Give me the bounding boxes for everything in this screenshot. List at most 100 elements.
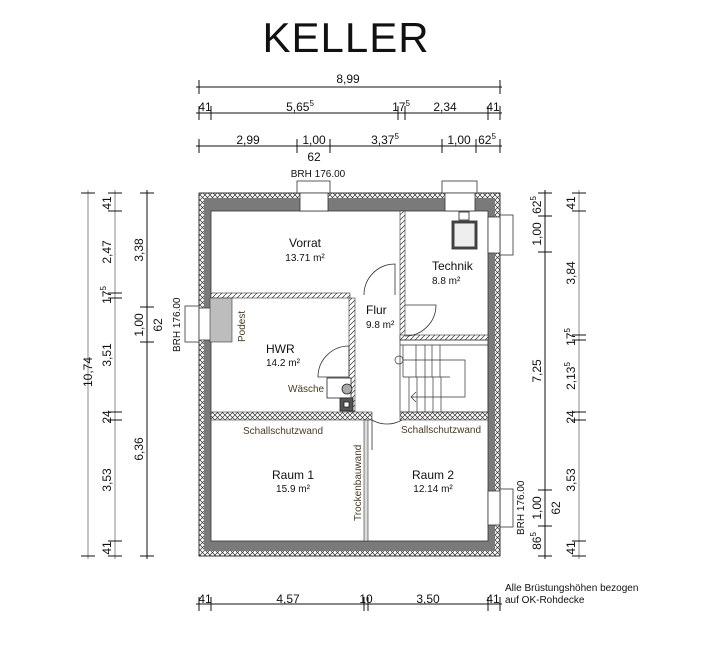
room-name: HWR — [266, 342, 295, 356]
room-name: Raum 1 — [272, 468, 314, 482]
brh-label-top: BRH 176.00 — [291, 169, 346, 180]
dim-top-2: 5,65 — [286, 100, 310, 114]
dim-left: 3,51 — [100, 343, 114, 367]
right-dimensions: 625 1,00 7,25 1,00 865 62 41 3,84 175 2,… — [529, 190, 586, 559]
room-area: 12.14 m² — [413, 484, 453, 495]
dim-right-sub: 62 — [549, 501, 563, 515]
svg-text:2,135: 2,135 — [563, 362, 578, 390]
room-raum1: Raum 1 15.9 m² — [272, 468, 314, 495]
dim-top2-4: 1,00 — [447, 133, 471, 147]
dim-left-sub: 62 — [151, 318, 165, 332]
footnote-line1: Alle Brüstungshöhen bezogen — [505, 583, 638, 594]
svg-text:175: 175 — [99, 286, 114, 304]
heating-unit — [451, 211, 478, 250]
footnote-line2: auf OK-Rohdecke — [505, 595, 585, 606]
dim-left2: 3,38 — [132, 238, 146, 262]
svg-text:175: 175 — [563, 328, 578, 346]
dim-bottom: 41 — [198, 592, 212, 606]
dim-sup: 5 — [563, 328, 572, 333]
waesche-label: Wäsche — [288, 384, 325, 395]
dim-sup: 5 — [529, 532, 538, 537]
podest-label: Podest — [237, 311, 248, 342]
dim-sup: 5 — [309, 99, 314, 108]
dim-sup: 5 — [405, 99, 410, 108]
dim-right: 86 — [530, 536, 544, 550]
door-vorrat — [363, 263, 396, 296]
dim-right2: 3,53 — [564, 468, 578, 492]
dim-top-3: 17 — [392, 100, 406, 114]
dim-top2-2: 1,00 — [302, 133, 326, 147]
brh-label-left: BRH 176.00 — [172, 297, 183, 352]
room-technik: Technik 8.8 m² — [432, 259, 474, 287]
room-name: Technik — [432, 259, 474, 273]
room-area: 14.2 m² — [266, 358, 301, 369]
dim-sup: 5 — [394, 132, 399, 141]
top-dimensions: 8,99 41 5,655 175 2,34 41 2,99 1,00 3,37… — [196, 72, 502, 180]
dim-left-total: 10,74 — [81, 357, 95, 387]
dim-right: 1,00 — [530, 222, 544, 246]
dim-bottom: 4,57 — [276, 592, 300, 606]
bottom-dimensions: 41 4,57 10 3,50 41 — [196, 592, 502, 611]
room-area: 9.8 m² — [366, 320, 395, 331]
dim-top-total: 8,99 — [336, 72, 360, 86]
dim-left: 3,53 — [100, 468, 114, 492]
dim-right2: 41 — [564, 196, 578, 210]
schallschutz-label-left: Schallschutzwand — [243, 426, 323, 437]
room-name: Vorrat — [289, 236, 322, 250]
room-name: Flur — [366, 303, 387, 317]
dim-top-5: 41 — [486, 100, 500, 114]
dim-bottom: 10 — [359, 592, 373, 606]
room-vorrat: Vorrat 13.71 m² — [285, 236, 325, 264]
room-area: 13.71 m² — [285, 253, 325, 264]
left-dimensions: 10,74 41 2,47 175 3,51 24 3,53 41 3,38 1… — [81, 190, 165, 559]
dim-sup: 5 — [529, 196, 538, 201]
dim-top-1: 41 — [198, 100, 212, 114]
dim-bottom: 3,50 — [416, 592, 440, 606]
dim-top-4: 2,34 — [433, 100, 457, 114]
room-flur: Flur 9.8 m² — [366, 303, 395, 331]
dim-left: 41 — [100, 541, 114, 555]
podest-block — [209, 297, 233, 343]
brh-label-right: BRH 176.00 — [516, 480, 527, 535]
dim-left: 41 — [100, 196, 114, 210]
dim-left: 17 — [100, 290, 114, 304]
dim-sup: 5 — [491, 132, 496, 141]
dim-top2-1: 2,99 — [236, 133, 260, 147]
dim-right: 62 — [530, 200, 544, 214]
dim-top2-3: 3,37 — [371, 133, 395, 147]
svg-text:625: 625 — [529, 196, 544, 214]
dim-left2: 1,00 — [132, 313, 146, 337]
svg-text:175: 175 — [392, 99, 410, 114]
dim-sup: 5 — [563, 362, 572, 367]
schallschutz-label-right: Schallschutzwand — [401, 425, 481, 436]
dim-left: 24 — [100, 410, 114, 424]
svg-text:5,655: 5,655 — [286, 99, 314, 114]
dim-top2-5: 62 — [478, 133, 492, 147]
building — [184, 180, 514, 557]
dim-sup: 5 — [99, 286, 108, 291]
dim-right: 7,25 — [530, 359, 544, 383]
svg-text:625: 625 — [478, 132, 496, 147]
dim-bottom: 41 — [486, 592, 500, 606]
dim-right2: 41 — [564, 541, 578, 555]
dim-left: 2,47 — [100, 240, 114, 264]
dim-top-sub: 62 — [307, 150, 321, 164]
trockenbau-label: Trockenbauwand — [353, 445, 364, 521]
dim-right2: 3,84 — [564, 261, 578, 285]
dim-left2: 6,36 — [132, 437, 146, 461]
washer — [326, 377, 354, 412]
room-area: 8.8 m² — [432, 276, 461, 287]
staircase — [394, 339, 489, 413]
dim-right2: 17 — [564, 332, 578, 346]
room-raum2: Raum 2 12.14 m² — [412, 468, 454, 495]
svg-text:3,375: 3,375 — [371, 132, 399, 147]
svg-text:865: 865 — [529, 532, 544, 550]
room-hwr: HWR 14.2 m² — [266, 342, 301, 369]
dim-right: 1,00 — [530, 496, 544, 520]
door-hwr — [317, 345, 350, 378]
dim-right2: 2,13 — [564, 366, 578, 390]
room-area: 15.9 m² — [276, 484, 311, 495]
page-title: KELLER — [262, 14, 429, 61]
room-name: Raum 2 — [412, 468, 454, 482]
